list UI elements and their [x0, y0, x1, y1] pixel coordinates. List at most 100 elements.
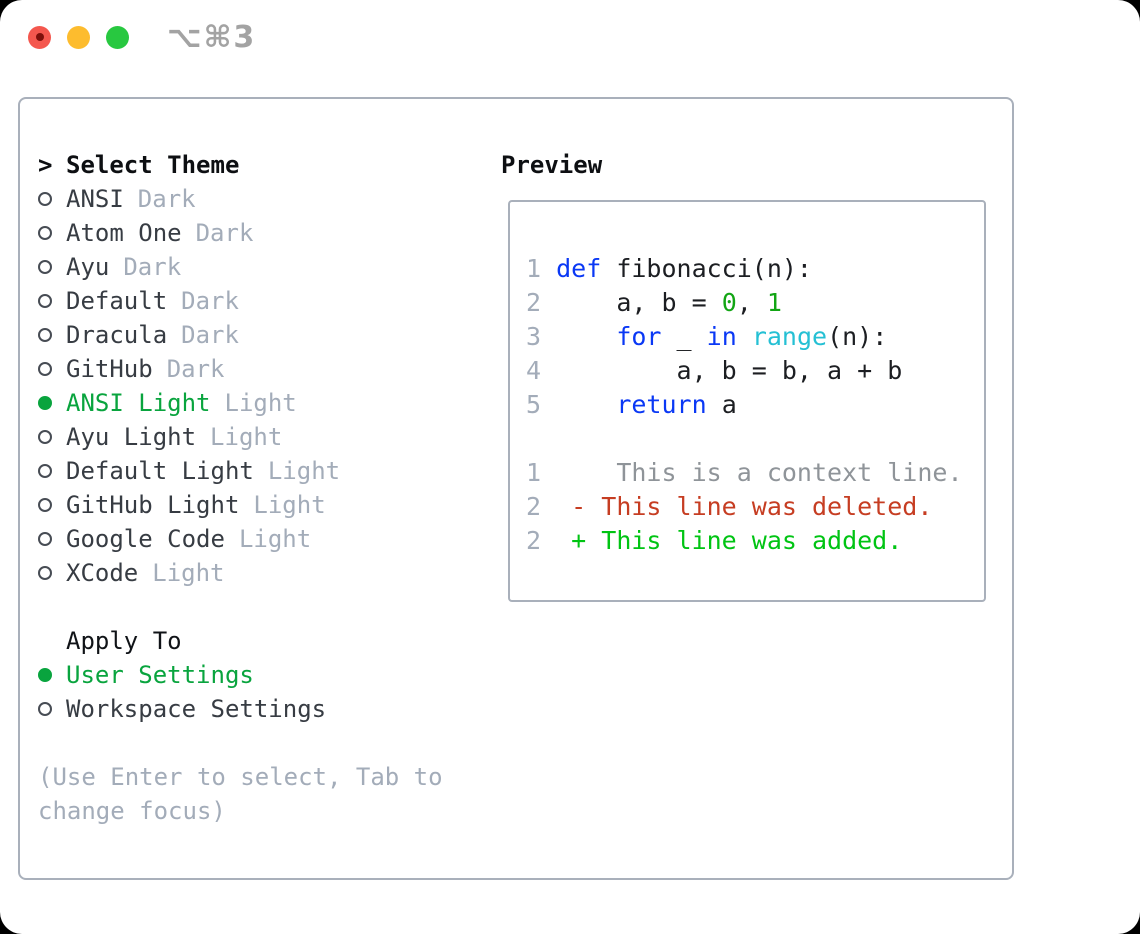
radio-selected-icon: [38, 668, 66, 682]
theme-name: Default Light: [66, 457, 254, 485]
code-segment-plain: fibonacci(n):: [601, 254, 812, 283]
theme-name: Dracula: [66, 321, 168, 349]
code-segment-add: + This line was added.: [556, 526, 903, 555]
code-segment-kw: return: [616, 390, 707, 419]
apply-to-header: Apply To: [38, 624, 470, 658]
minimize-button[interactable]: [67, 25, 90, 49]
line-number: 1: [526, 254, 557, 283]
spacer: [38, 590, 470, 624]
apply-to-option[interactable]: User Settings: [38, 658, 470, 692]
theme-variant-tag: Light: [224, 389, 297, 417]
hint-text: (Use Enter to select, Tab to change focu…: [38, 763, 443, 825]
theme-option[interactable]: ANSI Dark: [38, 182, 470, 216]
code-segment-kw: for: [616, 322, 662, 351]
code-line: 2 + This line was added.: [526, 524, 963, 558]
titlebar: ⌥⌘3: [28, 20, 256, 55]
record-dot-icon: [35, 33, 44, 41]
radio-unselected-icon: [38, 362, 66, 376]
line-number: 4: [526, 356, 557, 385]
theme-variant-tag: Dark: [181, 321, 239, 349]
theme-name: XCode: [66, 559, 139, 587]
theme-option[interactable]: Atom One Dark: [38, 216, 470, 250]
code-segment-plain: ,: [736, 288, 767, 317]
code-segment-plain: _: [661, 322, 707, 351]
apply-to-option-label: Workspace Settings: [66, 695, 327, 723]
apply-to-option[interactable]: Workspace Settings: [38, 692, 470, 726]
preview-title: Preview: [501, 151, 603, 179]
code-segment-num: 0: [721, 288, 737, 317]
theme-option[interactable]: XCode Light: [38, 556, 470, 590]
radio-unselected-icon: [38, 566, 66, 580]
theme-variant-tag: Dark: [166, 355, 225, 383]
zoom-button[interactable]: [106, 25, 129, 49]
code-line: 1 def fibonacci(n):: [526, 252, 963, 286]
code-segment-kw: in: [706, 322, 737, 351]
code-segment-kw: def: [556, 254, 602, 283]
code-segment-plain: [556, 390, 616, 419]
radio-unselected-icon: [38, 192, 66, 206]
theme-name: Atom One: [66, 219, 182, 247]
spacer: [38, 726, 470, 760]
close-button[interactable]: [28, 25, 51, 49]
line-number: 1: [526, 458, 557, 487]
line-number: 2: [526, 526, 557, 555]
code-line: 1 This is a context line.: [526, 456, 963, 490]
theme-option[interactable]: GitHub Dark: [38, 352, 470, 386]
line-number: [526, 424, 556, 453]
theme-option[interactable]: GitHub Light Light: [38, 488, 470, 522]
theme-variant-tag: Light: [238, 525, 312, 553]
radio-selected-icon: [38, 396, 66, 410]
code-line: 5 return a: [526, 388, 963, 422]
code-line: [526, 422, 963, 456]
theme-option[interactable]: Dracula Dark: [38, 318, 470, 352]
code-segment-del: - This line was deleted.: [556, 492, 933, 521]
select-theme-title: Select Theme: [66, 151, 240, 179]
radio-unselected-icon: [38, 294, 66, 308]
code-segment-plain: [556, 322, 616, 351]
theme-option[interactable]: Google Code Light: [38, 522, 470, 556]
theme-name: Default: [66, 287, 168, 315]
radio-unselected-icon: [38, 226, 66, 240]
line-number: 5: [526, 390, 557, 419]
code-segment-plain: (n):: [827, 322, 888, 351]
code-line: 4 a, b = b, a + b: [526, 354, 963, 388]
select-theme-prompt: > Select Theme: [38, 148, 470, 182]
code-line: 2 a, b = 0, 1: [526, 286, 963, 320]
radio-unselected-icon: [38, 532, 66, 546]
apply-to-label: Apply To: [66, 627, 182, 655]
theme-variant-tag: Light: [253, 491, 326, 519]
theme-name: Google Code: [66, 525, 225, 553]
code-segment-num: 1: [766, 288, 782, 317]
theme-variant-tag: Dark: [195, 219, 254, 247]
code-line: 2 - This line was deleted.: [526, 490, 963, 524]
radio-unselected-icon: [38, 430, 66, 444]
code-line: 3 for _ in range(n):: [526, 320, 963, 354]
radio-unselected-icon: [38, 328, 66, 342]
theme-variant-tag: Light: [152, 559, 225, 587]
theme-name: ANSI: [66, 185, 124, 213]
window-shortcut-label: ⌥⌘3: [167, 19, 257, 55]
theme-name: GitHub: [66, 355, 153, 383]
theme-option[interactable]: Default Dark: [38, 284, 470, 318]
theme-variant-tag: Dark: [181, 287, 239, 315]
line-number: 2: [526, 492, 557, 521]
line-number: 3: [526, 322, 557, 351]
prompt-marker-icon: >: [38, 151, 53, 179]
apply-to-option-label: User Settings: [66, 661, 254, 689]
radio-unselected-icon: [38, 260, 66, 274]
theme-variant-tag: Dark: [123, 253, 182, 281]
theme-variant-tag: Dark: [137, 185, 196, 213]
theme-variant-tag: Light: [210, 423, 283, 451]
radio-unselected-icon: [38, 464, 66, 478]
theme-name: GitHub Light: [66, 491, 240, 519]
